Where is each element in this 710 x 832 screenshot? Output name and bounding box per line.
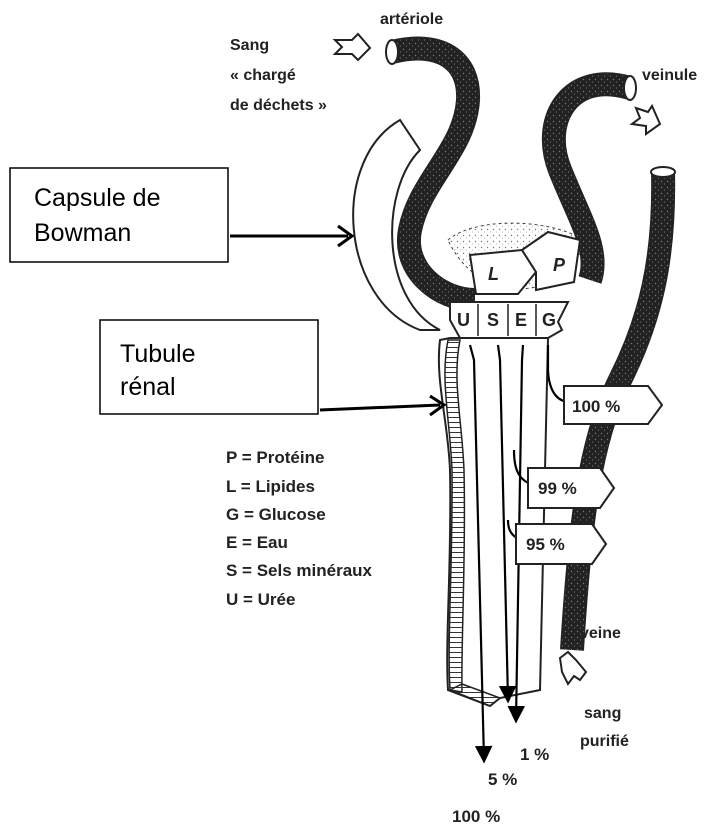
sang-purifie-label-line2: purifié [580,733,629,750]
legend-item-eau: E = Eau [226,533,288,552]
filter-letter-l: L [488,264,499,284]
capsule-callout [10,168,352,262]
legend-item-lipides: L = Lipides [226,477,315,496]
sang-label-line2: « chargé [230,67,296,84]
legend-item-uree: U = Urée [226,590,295,609]
capsule-label-line2: Bowman [34,219,131,247]
tubule-label-line2: rénal [120,373,176,401]
capsule-label-line1: Capsule de [34,184,160,212]
tubule-label-line1: Tubule [120,340,196,368]
sang-label-line1: Sang [230,37,269,54]
sang-label-line3: de déchets » [230,97,327,114]
sang-purifie-label-line1: sang [584,705,621,722]
filter-letter-u: U [457,310,470,330]
excretion-eau-value: 1 % [520,745,549,764]
excretion-sels-value: 5 % [488,770,517,789]
veinule-flow-arrow-icon [632,106,660,134]
veine-label: veine [580,625,621,642]
legend-item-proteine: P = Protéine [226,448,324,467]
excretion-uree-value: 100 % [452,807,500,826]
legend: P = Protéine L = Lipides G = Glucose E =… [226,448,373,609]
reabsorption-sels-value: 95 % [526,535,565,554]
vein-out-arrow-icon [560,652,586,684]
filter-letter-e: E [515,310,527,330]
blood-in-arrow-icon [335,34,370,60]
reabsorption-glucose-value: 100 % [572,397,620,416]
reabsorption-eau-value: 99 % [538,479,577,498]
legend-item-glucose: G = Glucose [226,505,326,524]
arteriole-label: artériole [380,11,443,28]
veinule-label: veinule [642,67,697,84]
legend-item-sels: S = Sels minéraux [226,561,373,580]
filter-letter-g: G [542,310,556,330]
filter-letter-p: P [553,255,566,275]
renal-tubule [439,338,548,706]
filter-letter-s: S [487,310,499,330]
